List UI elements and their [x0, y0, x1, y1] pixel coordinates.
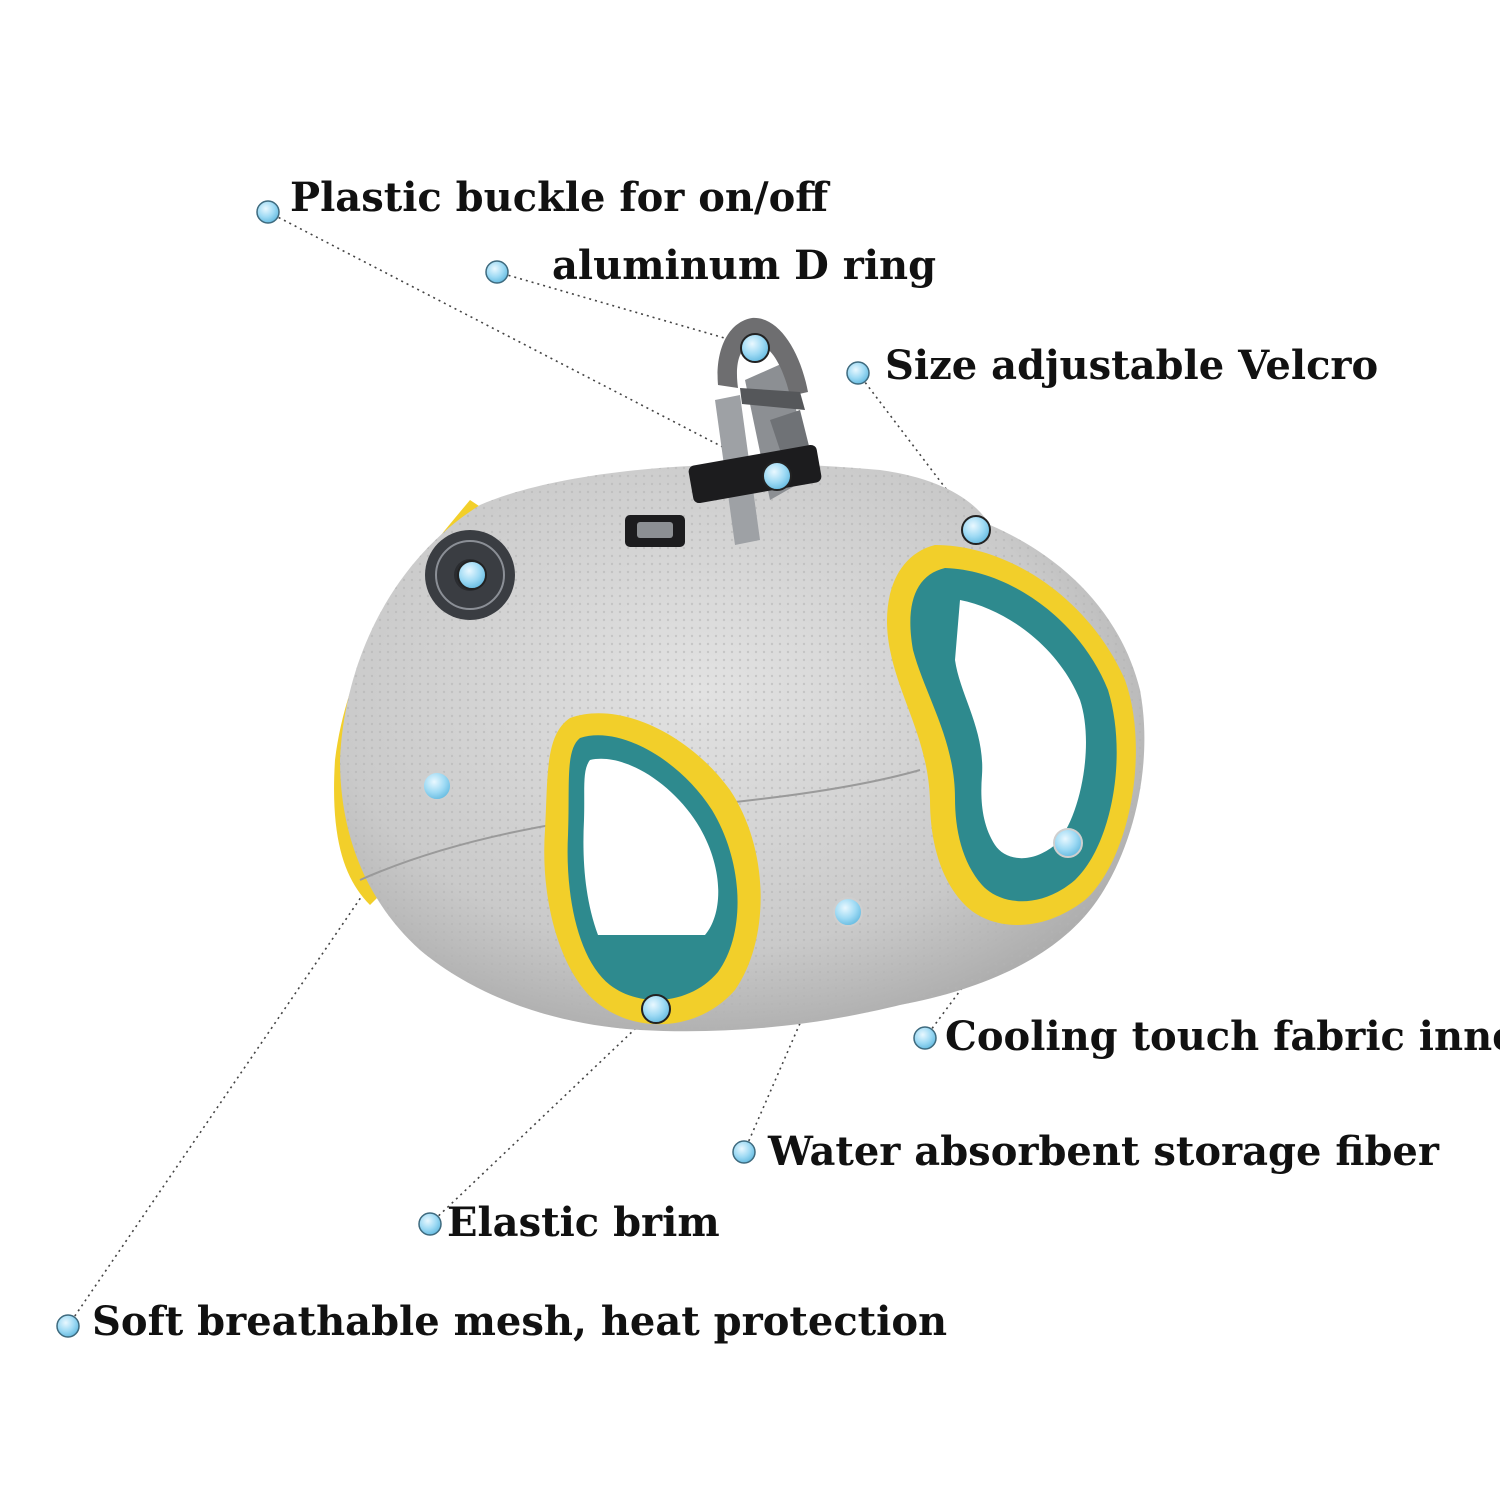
label-cooling-fabric: Cooling touch fabric inner [945, 1013, 1500, 1060]
leader-elastic [429, 1008, 657, 1225]
leader-velcro [857, 372, 976, 528]
label-velcro: Size adjustable Velcro [885, 342, 1379, 389]
dot-mesh-label [56, 1314, 80, 1338]
dot-d-ring-label [485, 260, 509, 284]
dot-patch-target [457, 560, 487, 590]
dot-cooling-label [913, 1026, 937, 1050]
dot-buckle-target [762, 461, 792, 491]
d-ring [717, 317, 808, 410]
dot-water-label [732, 1140, 756, 1164]
dot-water-target [833, 897, 863, 927]
leader-d-ring [496, 271, 753, 347]
label-d-ring: aluminum D ring [552, 242, 937, 289]
dot-velcro-label [846, 361, 870, 385]
label-elastic-brim: Elastic brim [447, 1199, 720, 1246]
dot-elastic-label [418, 1212, 442, 1236]
dot-d-ring-target [740, 333, 770, 363]
dot-velcro-target [961, 515, 991, 545]
dot-mesh-target [422, 771, 452, 801]
leader-mesh [67, 785, 438, 1327]
dot-buckle-label [256, 200, 280, 224]
callout-dots [56, 200, 1083, 1338]
harness-body [334, 317, 1145, 1032]
leader-buckle [267, 211, 776, 475]
dot-cooling-target [1053, 828, 1083, 858]
label-breathable-mesh: Soft breathable mesh, heat protection [92, 1298, 948, 1345]
label-water-fiber: Water absorbent storage fiber [768, 1128, 1439, 1175]
handle-strap [625, 360, 822, 547]
label-plastic-buckle: Plastic buckle for on/off [290, 174, 829, 221]
dot-elastic-target [641, 994, 671, 1024]
